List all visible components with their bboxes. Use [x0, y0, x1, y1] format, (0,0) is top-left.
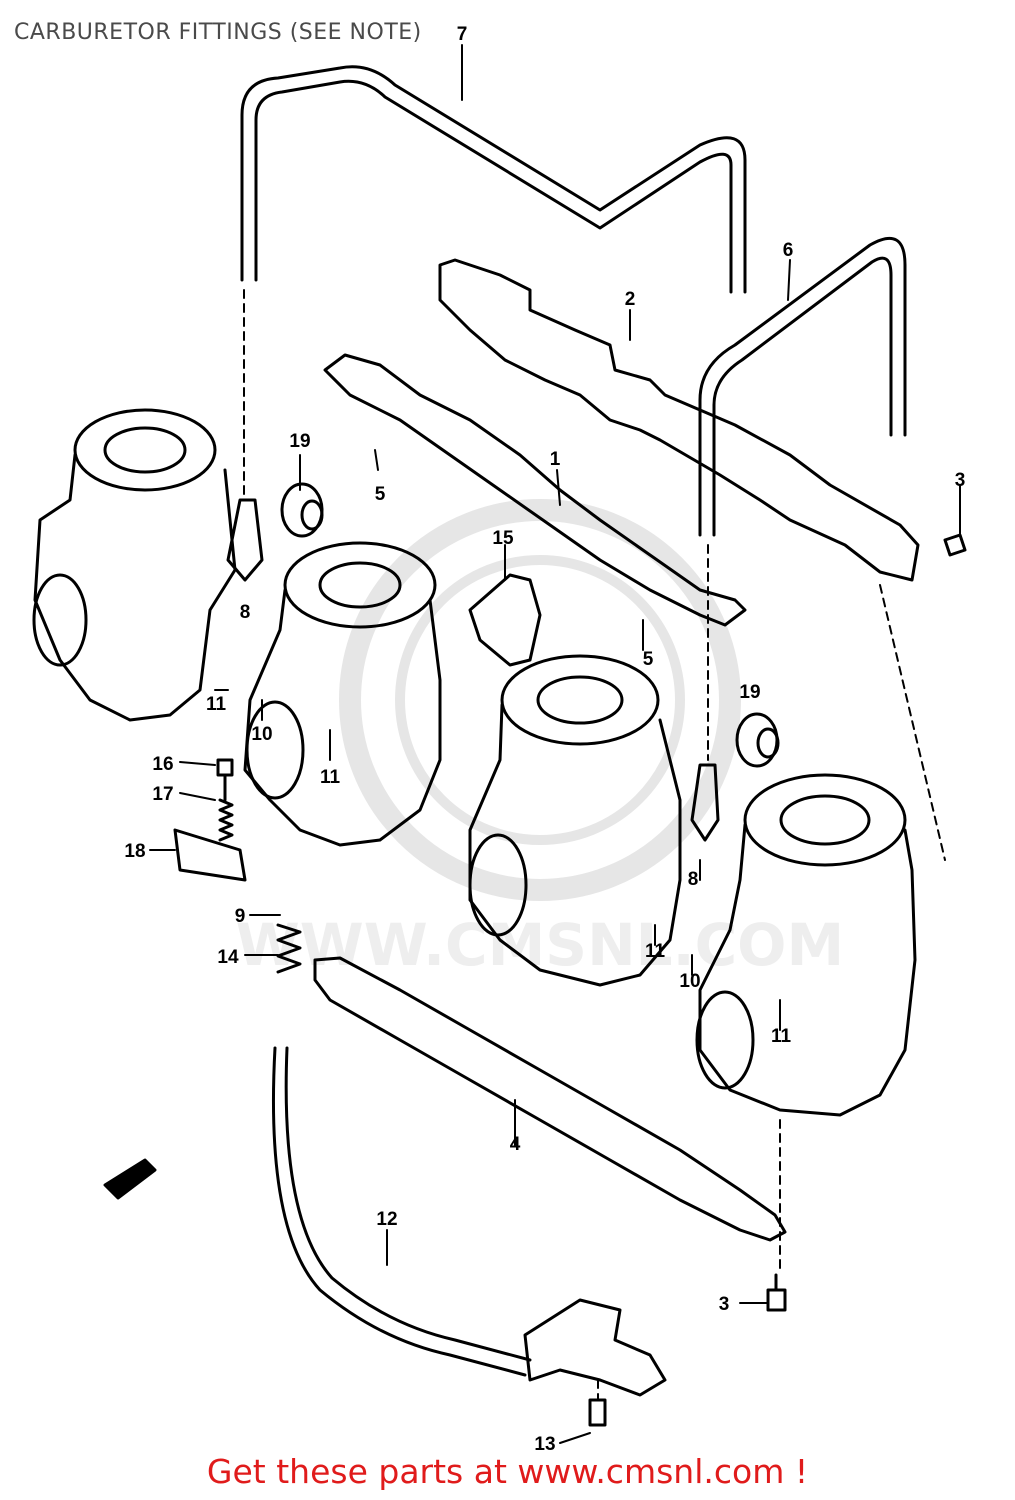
- callout-2: 2: [625, 289, 636, 310]
- callout-9: 9: [235, 906, 246, 927]
- watermark-logo: WWW.CMSNL.COM: [236, 499, 844, 979]
- callout-6: 6: [783, 240, 794, 261]
- callout-14: 14: [217, 947, 239, 968]
- overflow-hose-6-inner: [712, 256, 893, 537]
- carburetor-2: [243, 541, 442, 847]
- bolt-3-upper: [943, 533, 967, 557]
- callout-7: 7: [457, 24, 468, 45]
- fitting-8-right: [690, 763, 720, 842]
- spring-14: [276, 923, 302, 974]
- callout-11-c: 11: [645, 941, 666, 962]
- fitting-8-left: [226, 498, 264, 582]
- watermark-text: WWW.CMSNL.COM: [236, 911, 844, 979]
- cap-15: [468, 573, 542, 667]
- arrow-indicator: [103, 1158, 157, 1200]
- link-rod-4: [313, 956, 787, 1242]
- callout-16: 16: [152, 754, 173, 775]
- carburetor-3: [468, 654, 682, 987]
- carburetor-4: [695, 773, 917, 1117]
- callout-15: 15: [492, 528, 514, 549]
- callout-labels: 7 2 6 1 19 5 3 15 8 5 19 11 10 11 16 17 …: [124, 24, 965, 1455]
- callout-12: 12: [376, 1209, 397, 1230]
- callout-11-d: 11: [771, 1026, 792, 1047]
- callout-4: 4: [510, 1134, 521, 1155]
- callout-19-lower: 19: [739, 682, 760, 703]
- bolt-13: [588, 1398, 607, 1427]
- bracket-rail-1: [323, 353, 747, 627]
- callout-17: 17: [152, 784, 173, 805]
- carburetor-1: [32, 408, 237, 722]
- callout-5-upper: 5: [375, 484, 386, 505]
- callout-8-right: 8: [688, 869, 699, 890]
- vent-hose-7: [240, 65, 747, 294]
- spring-17: [218, 798, 234, 842]
- callout-10-right: 10: [679, 971, 700, 992]
- callout-10-left: 10: [251, 724, 272, 745]
- vent-hose-7-inner: [254, 79, 733, 294]
- callout-11-b: 11: [320, 767, 341, 788]
- callout-11-a: 11: [206, 694, 227, 715]
- callout-3-upper: 3: [955, 470, 966, 491]
- callout-1: 1: [550, 449, 561, 470]
- callout-8-left: 8: [240, 602, 251, 623]
- spacer-19-lower: [735, 712, 780, 768]
- leader-lines: [149, 44, 961, 1444]
- bracket-plate-2: [438, 258, 920, 582]
- spacer-19-upper: [280, 482, 324, 538]
- bolt-3-lower: [766, 1273, 787, 1312]
- callout-13: 13: [534, 1434, 555, 1455]
- footer-link[interactable]: Get these parts at www.cmsnl.com !: [206, 1452, 809, 1491]
- diagram-title: CARBURETOR FITTINGS (SEE NOTE): [14, 20, 422, 45]
- plate-18: [173, 828, 247, 882]
- callout-5-lower: 5: [643, 649, 654, 670]
- throttle-cable-12-inner: [284, 1046, 532, 1362]
- overflow-hose-6: [698, 236, 907, 537]
- callout-3-lower: 3: [719, 1294, 730, 1315]
- callout-18: 18: [124, 841, 145, 862]
- screw-16: [216, 758, 234, 802]
- callout-19-upper: 19: [289, 431, 310, 452]
- cable-end-bracket: [523, 1298, 667, 1397]
- throttle-cable-12: [271, 1046, 527, 1377]
